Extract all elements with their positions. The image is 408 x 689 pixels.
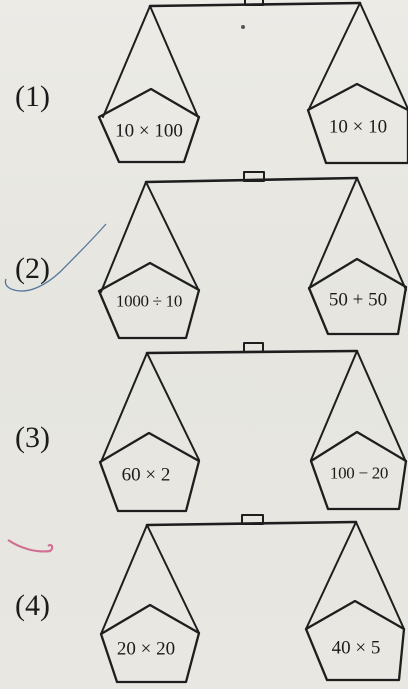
- problem-number-1: (1): [15, 82, 50, 112]
- right-strings-3: [311, 351, 406, 462]
- right-strings-4: [306, 522, 404, 629]
- left-expression-4: 20 × 20: [117, 640, 175, 659]
- right-expression-2: 50 + 50: [329, 291, 387, 310]
- left-strings-1: [103, 6, 198, 117]
- balance-scale-3: [100, 343, 406, 511]
- right-expression-4: 40 × 5: [332, 639, 381, 658]
- problem-number-2: (2): [15, 254, 50, 284]
- beam-1: [150, 3, 360, 6]
- beam-4: [147, 522, 356, 525]
- ink-dot: [241, 25, 245, 29]
- right-expression-3: 100 − 20: [330, 465, 388, 482]
- pink-mark: [8, 540, 52, 551]
- left-strings-2: [101, 182, 199, 292]
- right-strings-2: [309, 178, 406, 290]
- left-expression-2: 1000 ÷ 10: [116, 293, 182, 310]
- right-strings-1: [309, 3, 408, 109]
- left-strings-3: [101, 353, 199, 462]
- right-expression-1: 10 × 10: [329, 118, 387, 137]
- left-strings-4: [101, 525, 199, 634]
- balance-scale-2: [99, 172, 406, 338]
- beam-3: [147, 351, 357, 353]
- problem-number-3: (3): [15, 423, 50, 453]
- problem-number-4: (4): [15, 591, 50, 621]
- left-expression-1: 10 × 100: [115, 122, 183, 141]
- left-expression-3: 60 × 2: [122, 466, 171, 485]
